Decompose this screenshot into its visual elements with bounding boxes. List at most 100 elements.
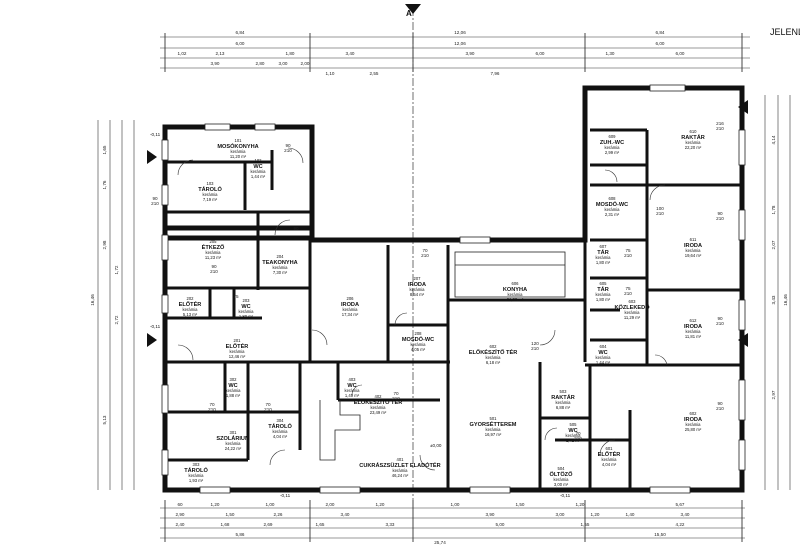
door-size: 90 bbox=[717, 211, 723, 216]
room-area: 11,29 m² bbox=[624, 315, 641, 320]
svg-text:25,74: 25,74 bbox=[434, 540, 446, 545]
room-area: 19,64 m² bbox=[685, 253, 702, 258]
door-size: 70 bbox=[265, 402, 271, 407]
door-size: 210 bbox=[624, 253, 632, 258]
room-area: 1,80 m² bbox=[596, 260, 611, 265]
room-name: IRODA bbox=[684, 417, 702, 423]
room-floor: kerámia bbox=[411, 342, 427, 347]
room-name: ÉTKEZŐ bbox=[202, 243, 225, 251]
door-size: 210 bbox=[574, 436, 582, 441]
svg-text:3,33: 3,33 bbox=[386, 522, 395, 527]
right-dimensions: 4,14 1,78 2,07 3,43 2,97 16,46 bbox=[764, 95, 791, 490]
door-swings bbox=[177, 147, 668, 471]
room-name: IRODA bbox=[408, 282, 426, 288]
svg-text:1,20: 1,20 bbox=[376, 502, 385, 507]
door-size: 210 bbox=[284, 148, 292, 153]
room-area: 3,00 m² bbox=[554, 482, 569, 487]
room-floor: kerámia bbox=[343, 307, 359, 312]
svg-text:2,13: 2,13 bbox=[216, 51, 225, 56]
svg-text:3,00: 3,00 bbox=[556, 512, 565, 517]
room-number: 505 bbox=[570, 422, 578, 427]
svg-text:2,55: 2,55 bbox=[370, 71, 379, 76]
svg-text:2,90: 2,90 bbox=[176, 512, 185, 517]
room-floor: kerámia bbox=[556, 400, 572, 405]
room-name: ÖLTÖZŐ bbox=[550, 471, 574, 478]
svg-text:6,00: 6,00 bbox=[676, 51, 685, 56]
room-floor: kerámia bbox=[251, 169, 267, 174]
svg-text:2,00: 2,00 bbox=[301, 61, 310, 66]
room-area: 25,80 m² bbox=[685, 427, 702, 432]
room-name: TÁROLÓ bbox=[184, 466, 208, 474]
room-name: CUKRÁSZSÜZLET ELADÓTÉR bbox=[359, 461, 440, 469]
dim-top-2c: 6,00 bbox=[656, 41, 665, 46]
level-a-1: -0,11 bbox=[150, 132, 161, 137]
svg-text:5,67: 5,67 bbox=[676, 502, 685, 507]
door-size: 216 bbox=[716, 121, 724, 126]
room-name: MOSDÓ-WC bbox=[596, 200, 628, 208]
room-number: 601 bbox=[606, 446, 614, 451]
svg-text:16,46: 16,46 bbox=[90, 294, 95, 306]
room-number: 611 bbox=[690, 237, 697, 242]
svg-text:1,30: 1,30 bbox=[606, 51, 615, 56]
svg-text:1,72: 1,72 bbox=[114, 265, 119, 274]
door-size: 90 bbox=[293, 226, 299, 231]
room-area: 46,24 m² bbox=[392, 473, 409, 478]
room-area: 4,04 m² bbox=[273, 434, 288, 439]
room-area: 2,99 m² bbox=[605, 150, 620, 155]
door-size: 120 bbox=[531, 341, 539, 346]
door-size: 75 bbox=[625, 286, 631, 291]
room-name: TÁROLÓ bbox=[268, 422, 292, 430]
door-size: 210 bbox=[531, 346, 539, 351]
room-name: WC bbox=[241, 304, 250, 310]
svg-text:3,40: 3,40 bbox=[681, 512, 690, 517]
room-floor: kerámia bbox=[226, 441, 242, 446]
room-floor: kerámia bbox=[486, 427, 502, 432]
door-size: 210 bbox=[624, 291, 632, 296]
svg-text:5,86: 5,86 bbox=[236, 532, 245, 537]
room-number: 301 bbox=[230, 430, 238, 435]
door-size: 75 bbox=[233, 294, 239, 299]
svg-text:1,20: 1,20 bbox=[591, 512, 600, 517]
svg-text:3,00: 3,00 bbox=[279, 61, 288, 66]
room-floor: kerámia bbox=[602, 457, 618, 462]
svg-text:60: 60 bbox=[177, 502, 183, 507]
svg-text:1,55: 1,55 bbox=[581, 522, 590, 527]
room-area: 22,20 m² bbox=[685, 145, 702, 150]
room-floor: kerámia bbox=[273, 265, 289, 270]
room-area: 17,34 m² bbox=[342, 312, 359, 317]
room-number: 605 bbox=[600, 281, 608, 286]
room-number: 603 bbox=[629, 299, 637, 304]
room-floor: kerámia bbox=[393, 468, 409, 473]
dim-top-1b: 12,06 bbox=[454, 30, 466, 35]
svg-text:4,22: 4,22 bbox=[676, 522, 685, 527]
svg-text:5,13: 5,13 bbox=[102, 415, 107, 424]
room-name: ELŐKÉSZÍTŐ TÉR bbox=[354, 398, 402, 406]
door-size: 210 bbox=[208, 407, 216, 412]
room-number: 602 bbox=[490, 344, 498, 349]
room-floor: kerámia bbox=[554, 477, 570, 482]
door-size: 70 bbox=[393, 391, 399, 396]
room-floor: kerámia bbox=[226, 388, 242, 393]
svg-text:2,40: 2,40 bbox=[176, 522, 185, 527]
dim-top-2a: 6,00 bbox=[236, 41, 245, 46]
room-area: 7,19 m² bbox=[203, 197, 218, 202]
left-dimensions: 1,65 1,76 2,98 1,72 2,72 5,13 16,46 bbox=[90, 120, 135, 490]
svg-text:1,02: 1,02 bbox=[178, 51, 187, 56]
room-name: ELŐTÉR bbox=[226, 342, 249, 350]
door-size: 210 bbox=[716, 216, 724, 221]
room-name: IRODA bbox=[684, 243, 702, 249]
room-name: TÁR bbox=[597, 249, 609, 256]
level-main: ±0,00 bbox=[430, 443, 442, 448]
room-name: RAKTÁR bbox=[681, 134, 705, 141]
room-floor: kerámia bbox=[239, 309, 255, 314]
corner-title: JELENL bbox=[770, 27, 800, 37]
room-name: WC bbox=[228, 383, 237, 389]
room-area: 1,44 m² bbox=[251, 174, 266, 179]
svg-text:1,10: 1,10 bbox=[326, 71, 335, 76]
room-name: WC bbox=[568, 428, 577, 434]
door-size: 210 bbox=[151, 201, 159, 206]
door-size: 210 bbox=[421, 253, 429, 258]
room-number: 304 bbox=[277, 418, 285, 423]
room-number: 206 bbox=[347, 296, 355, 301]
